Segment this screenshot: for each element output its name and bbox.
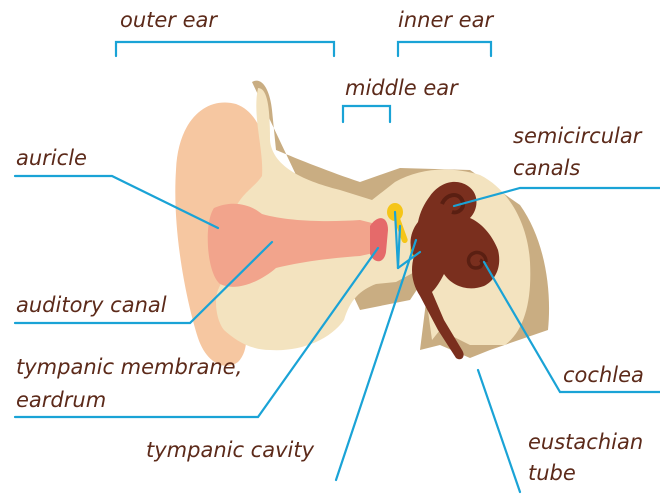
eustachian-leader bbox=[478, 370, 520, 492]
label-outer-ear: outer ear bbox=[120, 8, 218, 32]
label-inner-ear: inner ear bbox=[398, 8, 494, 32]
inner-ear-bracket bbox=[398, 42, 491, 56]
middle-ear-bracket bbox=[343, 106, 390, 122]
label-auricle: auricle bbox=[16, 146, 87, 170]
label-semicircular-line2: canals bbox=[513, 156, 580, 180]
ear-illustration bbox=[175, 81, 549, 366]
label-tympanic-membrane-line1: tympanic membrane, bbox=[16, 355, 242, 379]
label-eustachian-line2: tube bbox=[528, 461, 576, 485]
label-cochlea: cochlea bbox=[563, 363, 644, 387]
label-tympanic-membrane-line2: eardrum bbox=[16, 388, 106, 412]
label-middle-ear: middle ear bbox=[345, 76, 459, 100]
outer-ear-bracket bbox=[116, 42, 334, 56]
label-auditory-canal: auditory canal bbox=[16, 293, 167, 317]
label-eustachian-line1: eustachian bbox=[528, 430, 643, 454]
label-semicircular-line1: semicircular bbox=[513, 124, 643, 148]
label-tympanic-cavity: tympanic cavity bbox=[146, 438, 315, 462]
